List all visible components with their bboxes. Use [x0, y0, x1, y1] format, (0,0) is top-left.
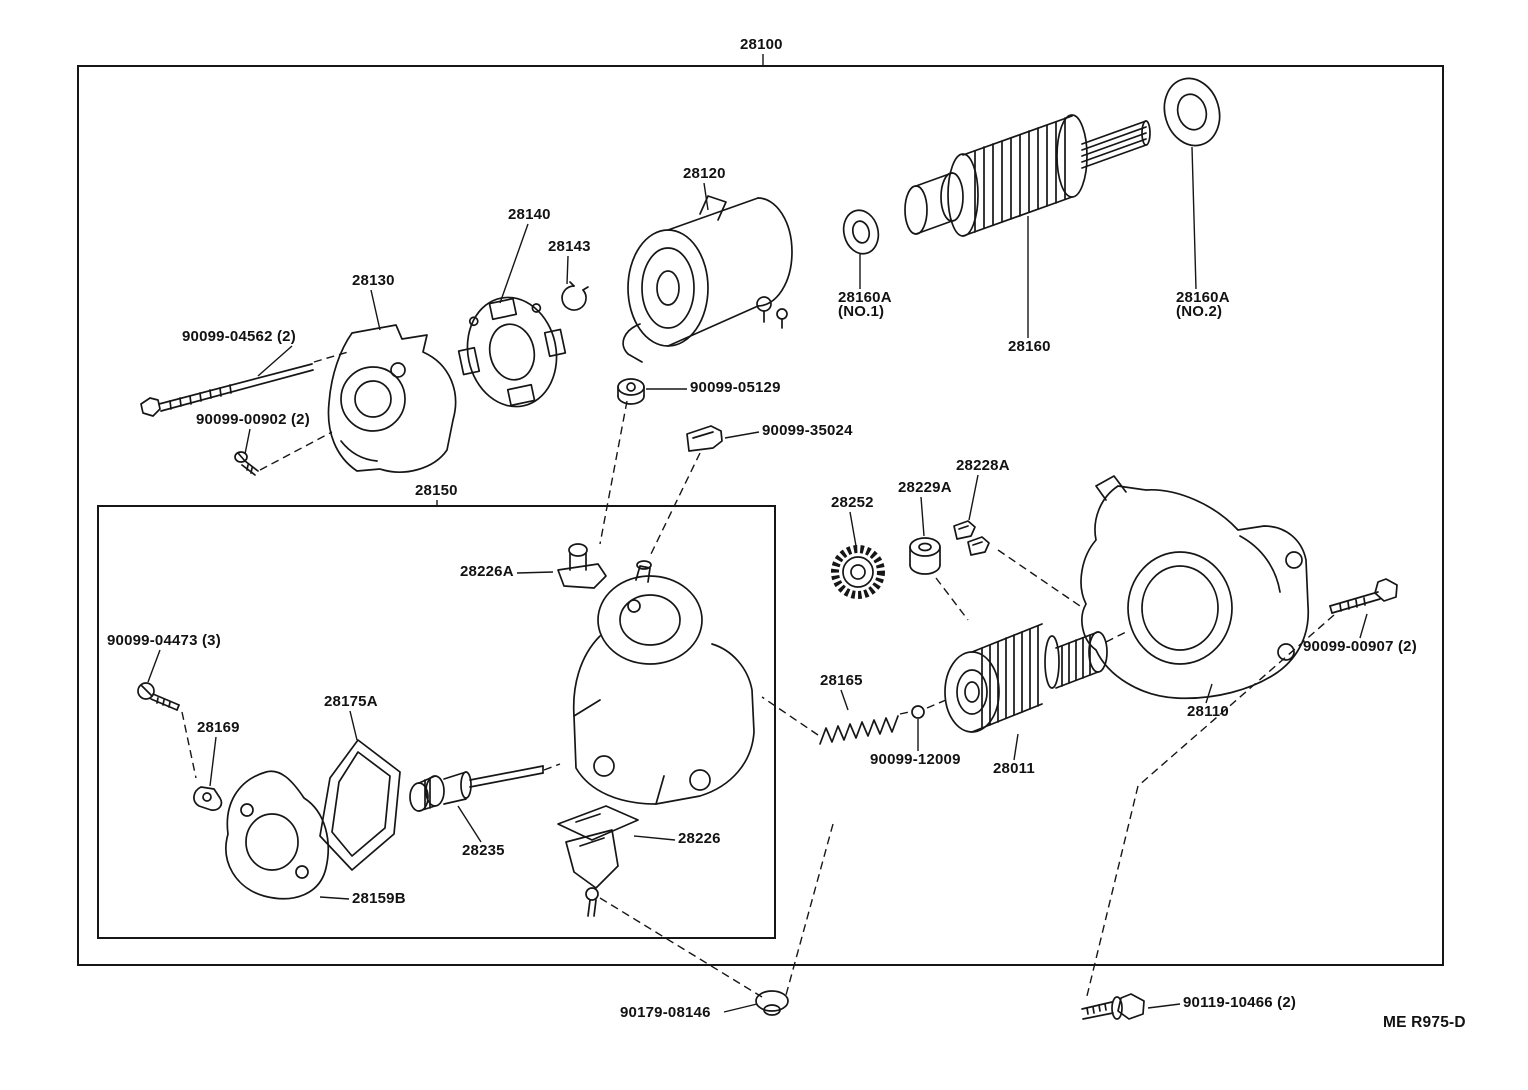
part-28235-plunger [409, 765, 544, 812]
part-label-28160a-no2: 28160A (NO.2) [1176, 289, 1230, 320]
part-label-90099-35024: 90099-35024 [762, 422, 853, 439]
part-90099-04473-screw [137, 682, 180, 711]
part-90099-35024-clamp [686, 425, 723, 452]
part-28229a-collar [909, 537, 941, 575]
part-28160a-bearing-no2 [1163, 77, 1221, 147]
part-label-28160a-no1-line1: 28160A [838, 289, 892, 306]
part-label-28235: 28235 [462, 842, 505, 859]
part-label-28160a-no1-line2: (NO.1) [838, 303, 885, 320]
part-90179-08146-grommet [755, 990, 789, 1016]
part-label-28130: 28130 [352, 272, 395, 289]
part-label-28110: 28110 [1187, 703, 1229, 720]
part-28169-clip [193, 786, 223, 811]
part-90099-00902-screw [234, 451, 259, 476]
part-label-90099-05129: 90099-05129 [690, 379, 781, 396]
part-label-28160a-no2-line2: (NO.2) [1176, 303, 1223, 320]
assembly-border [77, 65, 1444, 966]
part-28226a-terminal [557, 543, 607, 589]
part-28160-armature [904, 114, 1151, 237]
part-label-28160a-no2-line1: 28160A [1176, 289, 1230, 306]
part-label-28228a: 28228A [956, 457, 1010, 474]
part-label-90099-12009: 90099-12009 [870, 751, 961, 768]
part-label-28120: 28120 [683, 165, 726, 182]
part-28159b-end-plate [225, 770, 329, 900]
part-90099-00907-bolt [1329, 578, 1398, 614]
part-label-28175a: 28175A [324, 693, 378, 710]
part-label-90099-04562: 90099-04562 (2) [182, 328, 296, 345]
part-28011-clutch [944, 623, 1108, 733]
part-28175a-gasket [319, 739, 401, 871]
part-28228a-clips [953, 520, 990, 556]
part-label-28226: 28226 [678, 830, 721, 847]
part-label-28160a-no1: 28160A (NO.1) [838, 289, 892, 320]
part-28226-brush-assembly [557, 805, 639, 917]
part-label-28159b: 28159B [352, 890, 406, 907]
leader-lines [147, 54, 1368, 1013]
part-label-28150: 28150 [415, 482, 458, 499]
part-label-28100: 28100 [740, 36, 783, 53]
part-label-28011: 28011 [993, 760, 1035, 777]
assembly-dashed-lines [181, 351, 1335, 1001]
part-28120-solenoid [622, 195, 793, 363]
figure-code: ME R975-D [1383, 1014, 1466, 1031]
part-label-28229a: 28229A [898, 479, 952, 496]
part-90119-10466-bolt [1081, 993, 1145, 1020]
part-28140-brush-holder [457, 296, 567, 408]
part-28165-spring [819, 715, 899, 745]
part-28110-drive-housing [1080, 475, 1310, 700]
part-label-90119-10466: 90119-10466 (2) [1183, 994, 1297, 1011]
part-label-28226a: 28226A [460, 563, 514, 580]
part-90099-12009-ball [911, 705, 925, 719]
part-label-28165: 28165 [820, 672, 863, 689]
part-label-28143: 28143 [548, 238, 591, 255]
part-28150-center-case [572, 560, 755, 805]
part-28252-gear [831, 545, 885, 599]
part-label-90179-08146: 90179-08146 [620, 1004, 711, 1021]
part-label-28252: 28252 [831, 494, 874, 511]
part-28130-housing [327, 324, 457, 473]
part-label-28140: 28140 [508, 206, 551, 223]
part-label-28169: 28169 [197, 719, 240, 736]
part-90099-05129-nut [617, 378, 645, 405]
part-label-90099-00902: 90099-00902 (2) [196, 411, 310, 428]
part-28160a-bearing-no1 [842, 209, 880, 255]
part-label-90099-00907: 90099-00907 (2) [1303, 638, 1417, 655]
part-90099-04562-bolt [140, 363, 314, 417]
part-label-90099-04473: 90099-04473 (3) [107, 632, 221, 649]
part-28143-snap-ring [561, 281, 589, 311]
part-label-28160: 28160 [1008, 338, 1051, 355]
